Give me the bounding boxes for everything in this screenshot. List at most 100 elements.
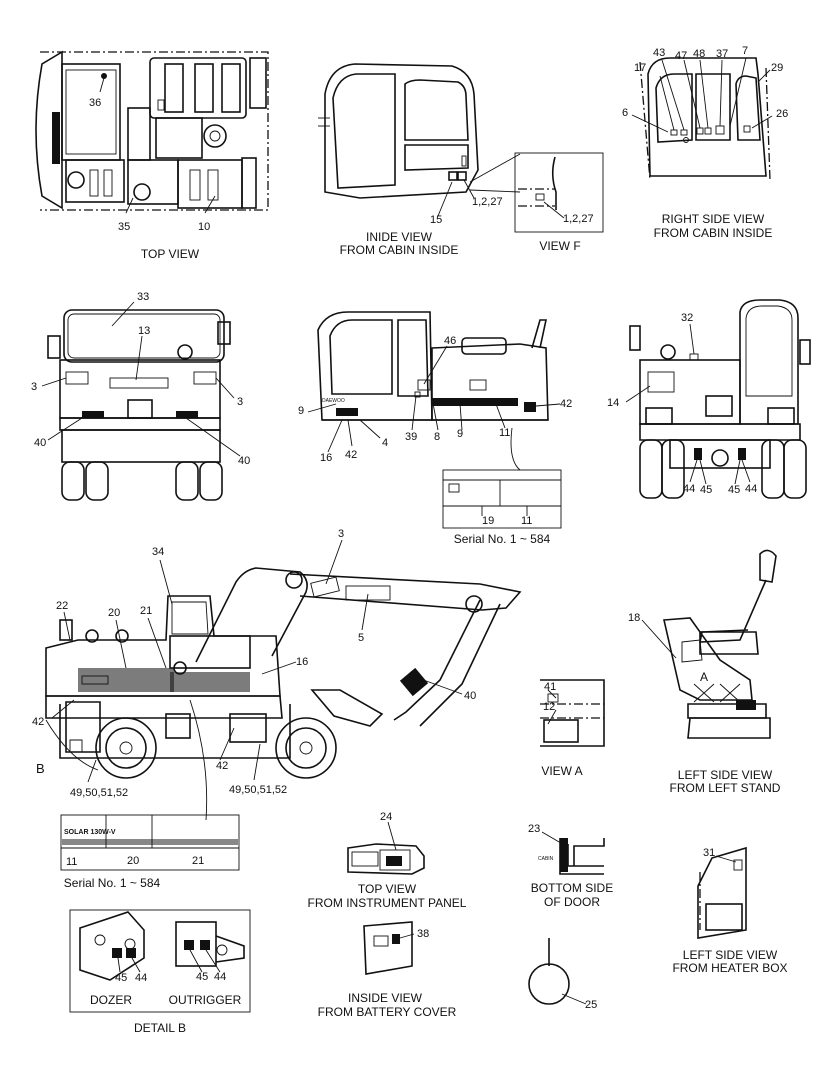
excavator-serial-inset [60,814,240,871]
top-view-title: TOP VIEW [140,247,200,261]
callout-33: 33 [137,291,150,303]
callout-21-b: 21 [192,855,205,867]
callout-42-d: 42 [216,760,229,772]
callout-49-52-a: 49,50,51,52 [70,787,129,799]
callout-16-b: 16 [296,656,309,668]
callout-40-right: 40 [238,455,251,467]
heater-box-line1: LEFT SIDE VIEW [682,948,778,962]
callout-19: 19 [482,515,495,527]
instrument-panel-line2: FROM INSTRUMENT PANEL [307,896,467,910]
callout-45-b: 45 [728,484,741,496]
callout-9-a: 9 [298,405,305,417]
callout-43: 43 [653,47,666,59]
instrument-panel-drawing [347,821,425,875]
callout-41: 41 [544,681,557,693]
callout-12: 12 [543,701,556,713]
callout-26: 26 [776,108,789,120]
heater-box-line2: FROM HEATER BOX [672,961,788,975]
callout-49-52-b: 49,50,51,52 [229,784,288,796]
view-f-drawing [514,152,604,233]
callout-40-arm: 40 [464,690,477,702]
seat-drawing [641,549,777,739]
callout-48: 48 [693,48,706,60]
callout-23: 23 [528,823,541,835]
callout-22: 22 [56,600,69,612]
callout-42-b: 42 [345,449,358,461]
view-a-marker: A [700,670,709,684]
callout-36: 36 [89,97,102,109]
callout-9-b: 9 [457,428,464,440]
left-stand-line1: LEFT SIDE VIEW [677,768,773,782]
callout-31: 31 [703,847,716,859]
inside-view-line2: FROM CABIN INSIDE [339,243,459,257]
callout-10: 10 [198,221,211,233]
heater-box-drawing [697,846,747,939]
inside-view-line1: INIDE VIEW [365,230,432,244]
callout-11-c: 11 [66,856,78,868]
callout-11-a: 11 [499,427,511,439]
detail-b-dozer: DOZER [90,993,132,1007]
callout-40-left: 40 [34,437,47,449]
callout-45-a: 45 [700,484,713,496]
side-view-leaders [307,345,561,453]
cabin-tag: CABIN [538,856,554,862]
callout-42-a: 42 [560,398,573,410]
bottom-door-line1: BOTTOM SIDE [530,881,614,895]
detail-b-drawing [69,909,251,1013]
side-view-drawing [317,311,549,471]
callout-3-right: 3 [237,396,244,408]
callout-14: 14 [607,397,620,409]
detail-b-outrigger: OUTRIGGER [168,993,242,1007]
detail-b-marker: B [36,761,45,776]
callout-42-c: 42 [32,716,45,728]
callout-25: 25 [585,999,598,1011]
callout-35: 35 [118,221,131,233]
battery-cover-line1: INSIDE VIEW [347,991,422,1005]
front-view-leaders [625,323,751,485]
callout-16-a: 16 [320,452,333,464]
cabin-inside-drawing [318,63,479,199]
decal-daewoo: DAEWOO [322,398,345,404]
view-a-drawing [540,679,605,747]
detail-b-title: DETAIL B [133,1021,186,1035]
callout-29: 29 [771,62,784,74]
callout-47: 47 [675,50,688,62]
callout-45-d: 45 [196,971,209,983]
callout-1-2-27-a: 1,2,27 [472,196,503,208]
top-view-drawing [35,50,269,211]
callout-44-a: 44 [683,483,696,495]
view-a-title: VIEW A [541,764,583,778]
callout-17: 17 [634,62,647,74]
bottom-door-line2: OF DOOR [544,895,600,909]
callout-44-c: 44 [135,972,148,984]
callout-15: 15 [430,214,443,226]
rear-view-leaders [41,301,241,457]
excavator-serial-title: Serial No. 1 ~ 584 [63,876,161,890]
callout-18: 18 [628,612,641,624]
callout-13: 13 [138,325,151,337]
side-serial-title: Serial No. 1 ~ 584 [453,532,551,546]
instrument-panel-line1: TOP VIEW [357,882,417,896]
callout-39: 39 [405,431,418,443]
door-bottom-drawing [541,831,605,875]
decal-solar: SOLAR 130W-V [64,829,116,836]
battery-cover-line2: FROM BATTERY COVER [317,1005,457,1019]
battery-cover-drawing [363,921,415,975]
callout-5: 5 [358,632,365,644]
callout-20-a: 20 [108,607,121,619]
left-stand-line2: FROM LEFT STAND [669,781,781,795]
callout-38: 38 [417,928,430,940]
callout-3-left: 3 [31,381,38,393]
callout-24: 24 [380,811,393,823]
rear-view-drawing [47,309,231,501]
right-side-view-line1: RIGHT SIDE VIEW [661,212,765,226]
callout-37: 37 [716,48,729,60]
right-side-view-line2: FROM CABIN INSIDE [653,226,773,240]
callout-11-b: 11 [521,515,533,527]
callout-20-b: 20 [127,855,140,867]
callout-3-boom: 3 [338,528,345,540]
callout-6: 6 [622,107,629,119]
callout-44-b: 44 [745,483,758,495]
callout-45-c: 45 [115,972,128,984]
callout-8: 8 [434,431,441,443]
